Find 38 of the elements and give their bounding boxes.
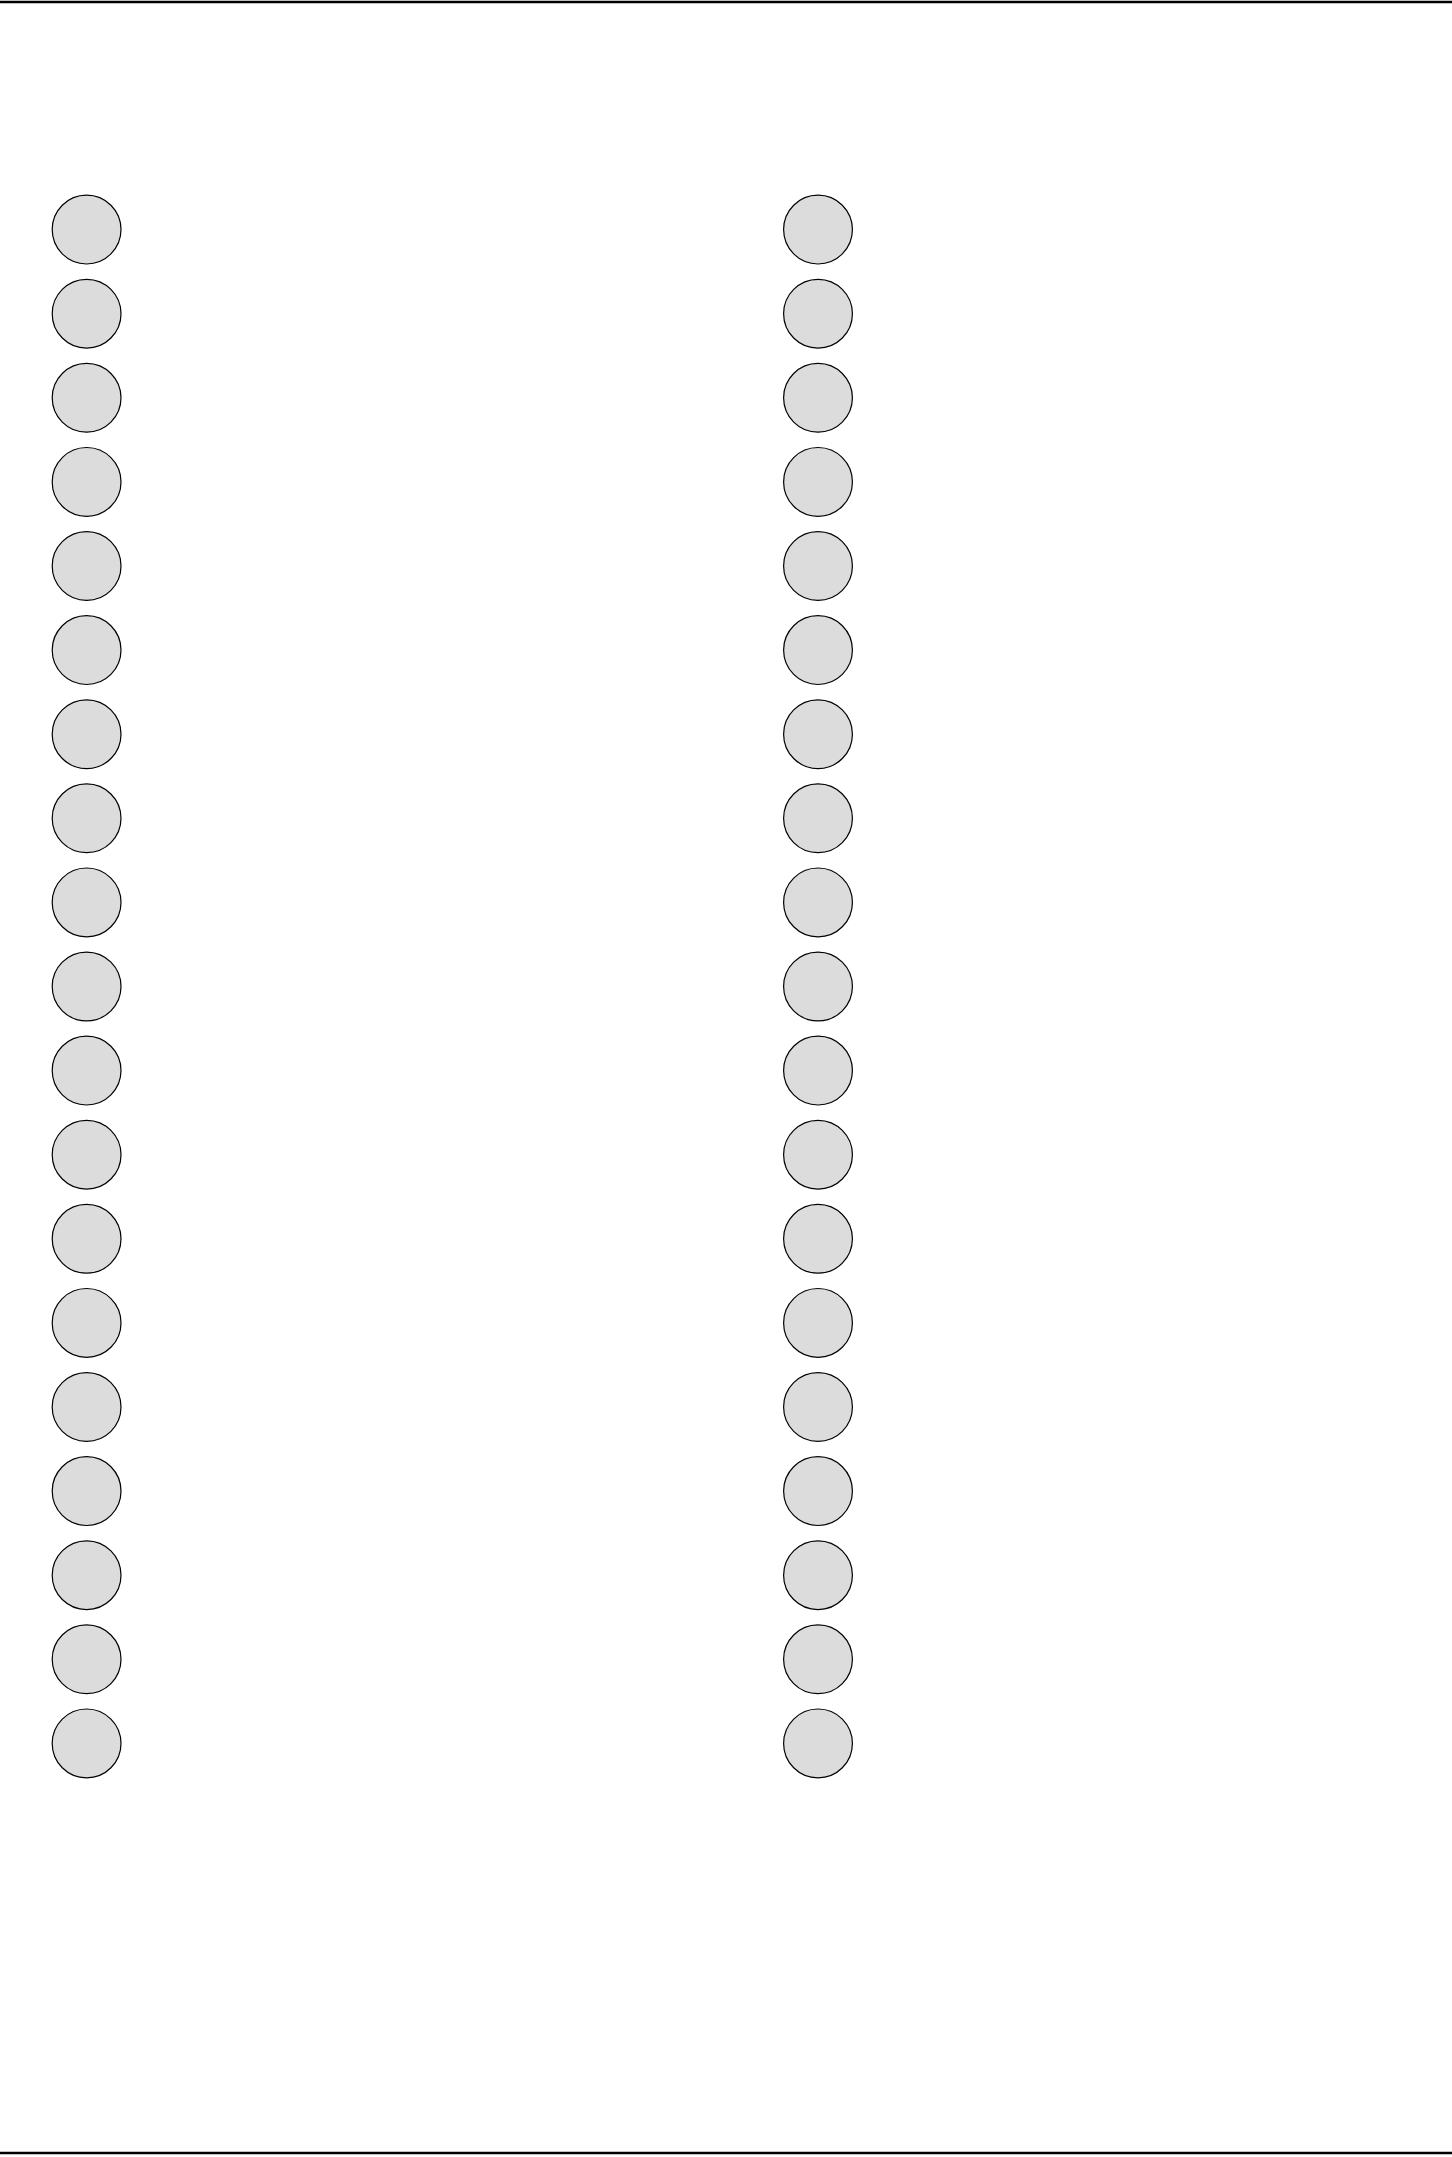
circle	[783, 867, 853, 938]
circle	[783, 699, 853, 770]
circle	[51, 1708, 122, 1779]
circle	[51, 1624, 122, 1695]
circle	[783, 951, 853, 1022]
circle	[783, 1287, 853, 1358]
circle	[51, 446, 122, 517]
circle	[783, 1372, 853, 1442]
circle	[51, 1203, 122, 1274]
circle	[51, 1540, 122, 1611]
circle	[783, 783, 853, 854]
circle	[783, 1119, 853, 1190]
circle	[783, 1708, 853, 1779]
circle	[51, 531, 122, 601]
circle	[51, 1119, 122, 1190]
circle	[51, 1456, 122, 1527]
circle	[783, 194, 853, 265]
circle	[783, 1624, 853, 1695]
circle	[783, 1035, 853, 1106]
circle	[51, 783, 122, 854]
circle	[51, 278, 122, 349]
circle	[783, 362, 853, 433]
circle	[51, 1287, 122, 1358]
circle	[783, 1203, 853, 1274]
circle	[51, 1035, 122, 1106]
circle	[51, 362, 122, 433]
circle	[51, 867, 122, 938]
circle	[51, 699, 122, 770]
circle	[783, 1540, 853, 1611]
circle	[51, 615, 122, 686]
circle	[51, 194, 122, 265]
circle	[783, 278, 853, 349]
circle	[51, 951, 122, 1022]
circle	[783, 1456, 853, 1527]
circle	[783, 531, 853, 601]
circle	[783, 615, 853, 686]
circle	[51, 1372, 122, 1442]
circle	[783, 446, 853, 517]
